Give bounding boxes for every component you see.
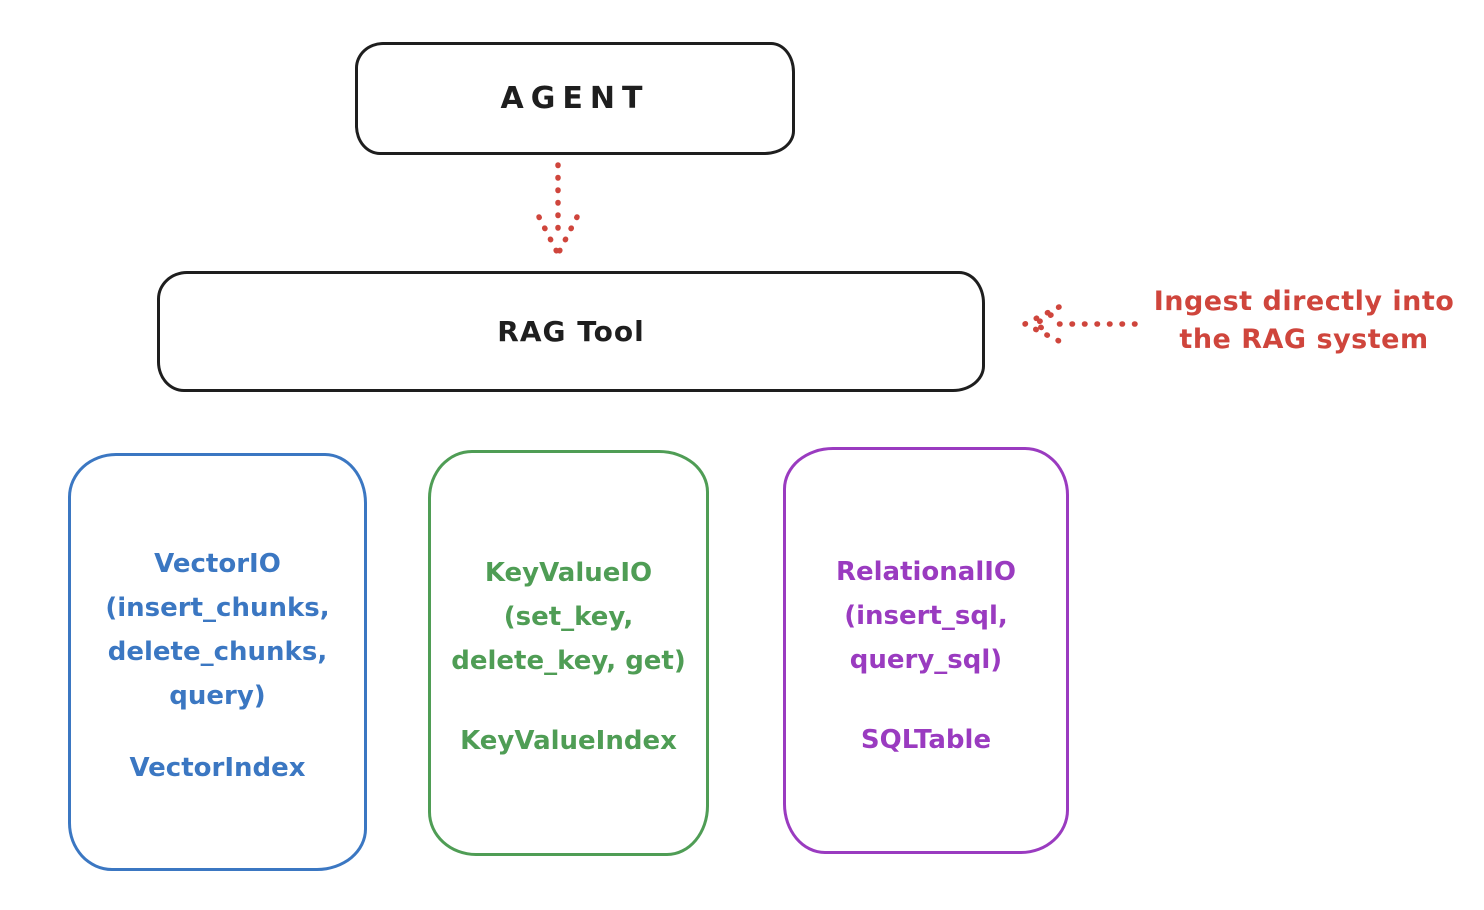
keyvalueio-text: KeyValueIO (set_key, delete_key, get) xyxy=(431,453,706,683)
agent-node: AGENT xyxy=(355,42,795,155)
keyvalueio-node: KeyValueIO (set_key, delete_key, get) Ke… xyxy=(428,450,709,856)
rag-tool-label: RAG Tool xyxy=(497,315,645,348)
dotted-arrow-down-icon xyxy=(536,162,580,257)
relationalio-line2: (insert_sql, xyxy=(844,601,1008,631)
vectorio-node: VectorIO (insert_chunks, delete_chunks, … xyxy=(68,453,367,871)
vectorio-line4: query) xyxy=(169,681,266,711)
ingest-annotation-line1: Ingest directly into xyxy=(1153,286,1455,317)
ingest-annotation-line2: the RAG system xyxy=(1179,324,1429,355)
vector-index-label: VectorIndex xyxy=(129,753,306,783)
keyvalueio-line1: KeyValueIO xyxy=(484,558,653,588)
ingest-annotation: Ingest directly into the RAG system xyxy=(1128,283,1480,359)
relationalio-line1: RelationalIO xyxy=(835,557,1017,587)
relationalio-line3: query_sql) xyxy=(849,645,1003,675)
vectorio-line2: (insert_chunks, xyxy=(105,593,330,623)
keyvalueio-line3: delete_key, get) xyxy=(451,646,686,676)
sqltable-label: SQLTable xyxy=(860,725,992,755)
relationalio-text: RelationalIO (insert_sql, query_sql) xyxy=(786,450,1066,682)
rag-tool-node: RAG Tool xyxy=(157,271,985,392)
dotted-arrow-left-icon xyxy=(1018,304,1138,344)
keyvalueio-line2: (set_key, xyxy=(503,602,634,632)
relationalio-node: RelationalIO (insert_sql, query_sql) SQL… xyxy=(783,447,1069,854)
vectorio-text: VectorIO (insert_chunks, delete_chunks, … xyxy=(71,456,364,718)
vectorio-line3: delete_chunks, xyxy=(107,637,328,667)
vectorio-line1: VectorIO xyxy=(154,549,281,579)
keyvalue-index-label: KeyValueIndex xyxy=(460,726,677,756)
agent-label: AGENT xyxy=(500,81,650,116)
